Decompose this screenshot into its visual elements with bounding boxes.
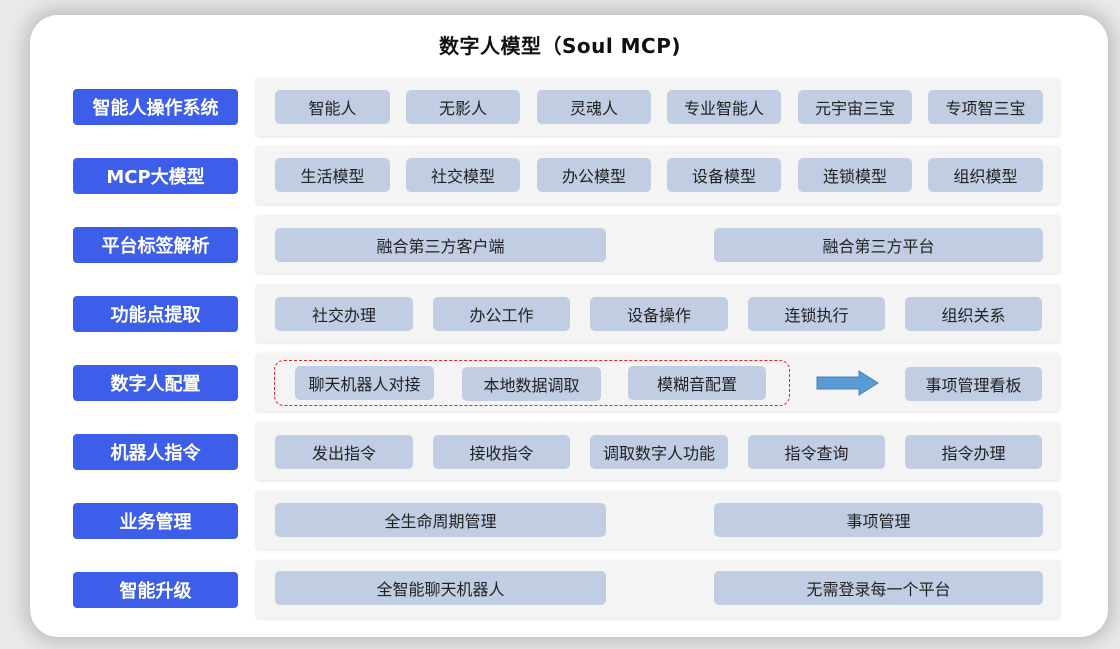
chip: 办公工作: [433, 297, 570, 331]
chip: 发出指令: [275, 435, 413, 469]
row-label-commands: 机器人指令: [73, 434, 238, 470]
chip: 事项管理: [714, 503, 1043, 537]
chip: 组织模型: [928, 158, 1043, 192]
chip: 融合第三方平台: [714, 228, 1043, 262]
chip: 无需登录每一个平台: [714, 571, 1043, 605]
chip: 全生命周期管理: [275, 503, 606, 537]
chip: 事项管理看板: [905, 367, 1042, 401]
chip: 连锁模型: [798, 158, 912, 192]
row-label-os: 智能人操作系统: [73, 89, 238, 125]
config-group-outline: [274, 360, 790, 406]
chip: 聊天机器人对接: [295, 366, 434, 400]
chip: 设备模型: [667, 158, 781, 192]
chip: 社交办理: [275, 297, 413, 331]
chip: 办公模型: [537, 158, 651, 192]
row-panel-os: [256, 78, 1060, 136]
chip: 组织关系: [905, 297, 1042, 331]
chip: 专项智三宝: [928, 90, 1043, 124]
chip: 设备操作: [590, 297, 728, 331]
chip: 灵魂人: [537, 90, 651, 124]
chip: 融合第三方客户端: [275, 228, 606, 262]
right-arrow-icon: [816, 370, 879, 396]
chip: 调取数字人功能: [590, 435, 728, 469]
chip: 指令查询: [748, 435, 885, 469]
chip: 生活模型: [275, 158, 390, 192]
chip: 无影人: [406, 90, 520, 124]
chip: 社交模型: [406, 158, 520, 192]
chip: 连锁执行: [748, 297, 885, 331]
row-label-function: 功能点提取: [73, 296, 238, 332]
row-label-mcp: MCP大模型: [73, 158, 238, 194]
chip: 全智能聊天机器人: [275, 571, 606, 605]
chip: 指令办理: [905, 435, 1042, 469]
row-panel-mcp: [256, 146, 1060, 204]
row-label-upgrade: 智能升级: [73, 572, 238, 608]
chip: 接收指令: [433, 435, 570, 469]
diagram-title: 数字人模型（Soul MCP): [438, 34, 682, 58]
row-label-business: 业务管理: [73, 503, 238, 539]
chip: 本地数据调取: [462, 367, 601, 401]
chip: 模糊音配置: [628, 366, 766, 400]
row-label-config: 数字人配置: [73, 365, 238, 401]
row-label-platform: 平台标签解析: [73, 227, 238, 263]
chip: 专业智能人: [667, 90, 781, 124]
chip: 智能人: [275, 90, 390, 124]
chip: 元宇宙三宝: [798, 90, 912, 124]
